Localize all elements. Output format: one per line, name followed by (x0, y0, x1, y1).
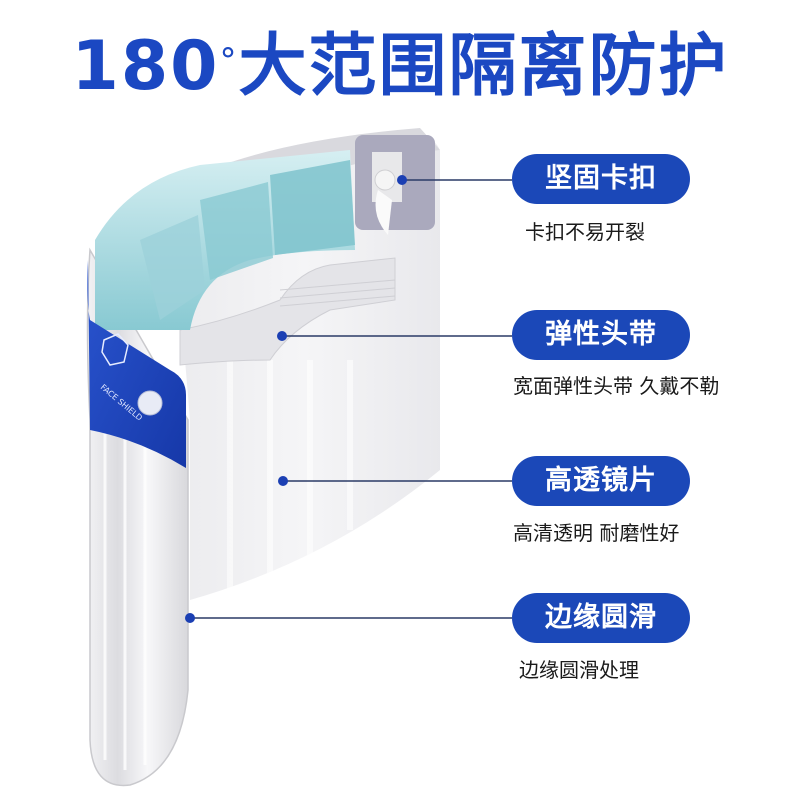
feature-desc-lens: 高清透明 耐磨性好 (513, 521, 680, 545)
blue-band (87, 260, 186, 468)
band-marker (277, 331, 287, 341)
buckle (374, 169, 396, 191)
feature-desc-buckle: 卡扣不易开裂 (525, 220, 645, 244)
feature-desc-headband: 宽面弹性头带 久戴不勒 (513, 374, 720, 398)
feature-pill-headband: 弹性头带 (512, 310, 690, 360)
feature-pill-lens: 高透镜片 (512, 456, 690, 506)
feature-pill-edge: 边缘圆滑 (512, 593, 690, 643)
band-rivet (137, 390, 163, 416)
title-text: 大范围隔离防护 (238, 27, 729, 106)
lens-marker (278, 476, 288, 486)
page-title: 180°大范围隔离防护 (0, 22, 800, 112)
buckle-marker (397, 175, 407, 185)
feature-desc-edge: 边缘圆滑处理 (519, 658, 639, 682)
shield-logo-icon (101, 333, 129, 366)
feature-pill-buckle: 坚固卡扣 (512, 154, 690, 204)
edge-marker (185, 613, 195, 623)
degree-symbol: ° (219, 41, 239, 81)
title-number: 180 (71, 27, 220, 106)
